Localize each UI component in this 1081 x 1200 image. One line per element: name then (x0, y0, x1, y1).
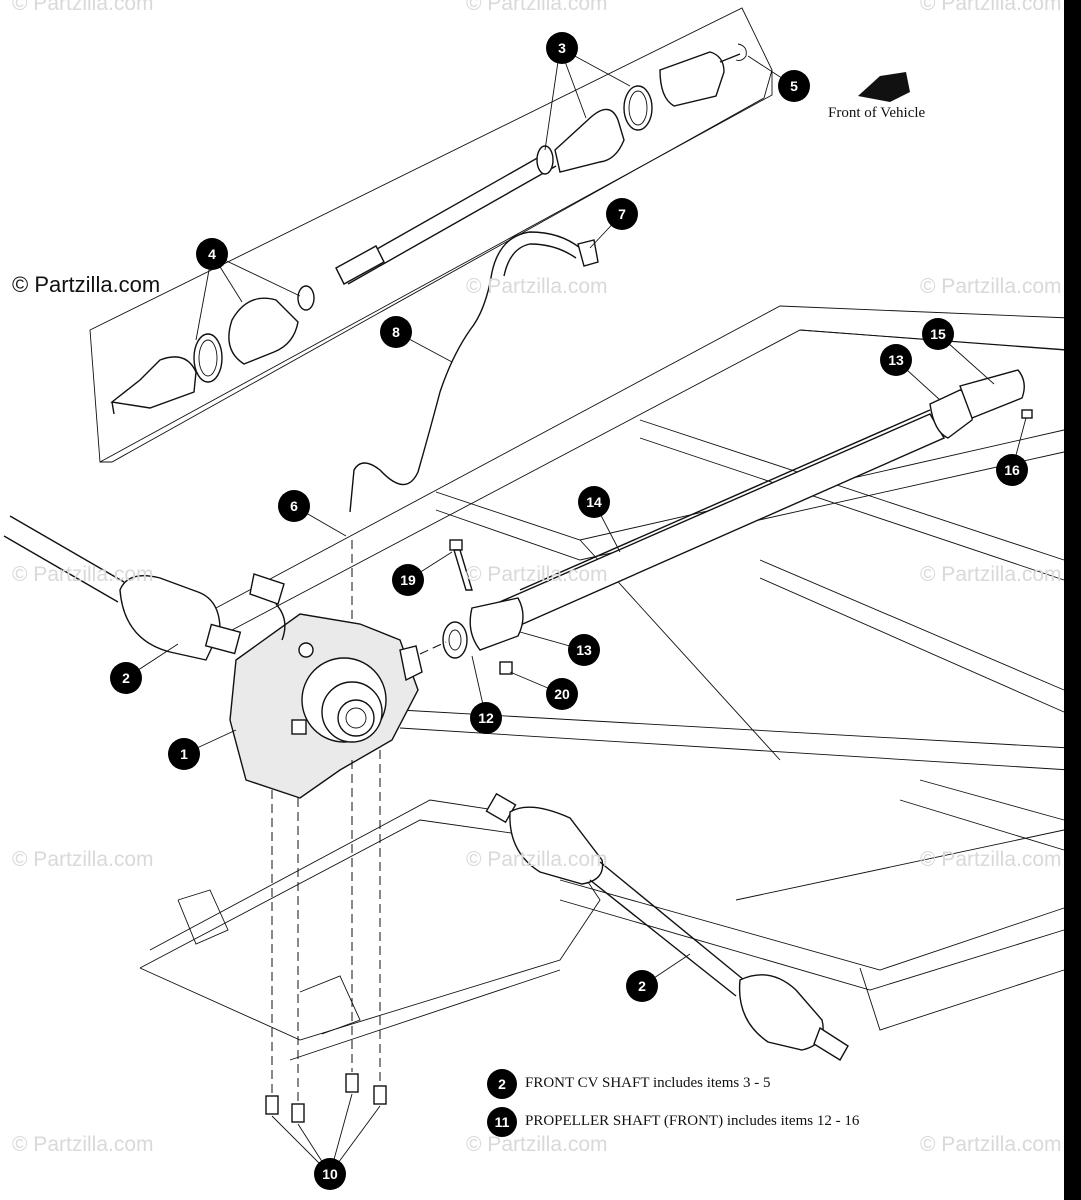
assembly-guides (271, 540, 447, 1102)
svg-text:13: 13 (888, 352, 904, 368)
note-badges: 2 11 (487, 1069, 517, 1137)
svg-text:13: 13 (576, 642, 592, 658)
watermark: © Partzilla.com (12, 848, 154, 871)
front-of-vehicle-arrow-icon (858, 72, 910, 102)
left-cv-shaft (3, 515, 242, 661)
svg-text:1: 1 (180, 746, 188, 762)
callout-15: 15 (922, 318, 954, 350)
svg-text:14: 14 (586, 494, 602, 510)
svg-text:3: 3 (558, 40, 566, 56)
svg-text:20: 20 (554, 686, 570, 702)
right-cv-shaft (485, 792, 849, 1061)
callouts: 1 2 2 3 4 5 6 7 8 10 12 13 13 14 15 16 1… (110, 32, 1028, 1190)
svg-text:7: 7 (618, 206, 626, 222)
leader-lines (125, 47, 1027, 1175)
watermark: © Partzilla.com (466, 848, 608, 871)
callout-4: 4 (196, 238, 228, 270)
svg-text:4: 4 (208, 246, 216, 262)
watermark: © Partzilla.com (466, 1133, 608, 1156)
watermark: © Partzilla.com (920, 1133, 1062, 1156)
note-badge-11: 11 (487, 1107, 517, 1137)
svg-text:2: 2 (122, 670, 130, 686)
svg-text:12: 12 (478, 710, 494, 726)
svg-text:16: 16 (1004, 462, 1020, 478)
svg-text:10: 10 (322, 1166, 338, 1182)
outer-boot-assembly (536, 43, 747, 175)
mounting-bolts (265, 1073, 387, 1123)
inner-boot-assembly (110, 285, 315, 415)
watermark: © Partzilla.com (12, 1133, 154, 1156)
callout-12: 12 (470, 702, 502, 734)
cv-shaft-exploded-panel (89, 7, 773, 463)
callout-8: 8 (380, 316, 412, 348)
hose-clip (577, 239, 599, 267)
watermark: © Partzilla.com (920, 0, 1062, 15)
callout-1: 1 (168, 738, 200, 770)
callout-13-upper: 13 (880, 344, 912, 376)
svg-text:6: 6 (290, 498, 298, 514)
watermark: © Partzilla.com (466, 0, 608, 15)
svg-text:2: 2 (638, 978, 646, 994)
right-edge-bar (1064, 0, 1081, 1200)
svg-text:8: 8 (392, 324, 400, 340)
callout-20: 20 (546, 678, 578, 710)
svg-text:15: 15 (930, 326, 946, 342)
callout-7: 7 (606, 198, 638, 230)
watermark: © Partzilla.com (12, 563, 154, 586)
watermark: © Partzilla.com (920, 275, 1062, 298)
breather-hose (349, 231, 581, 513)
svg-text:11: 11 (495, 1114, 510, 1130)
note-badge-2: 2 (487, 1069, 517, 1099)
svg-text:2: 2 (498, 1076, 506, 1092)
callout-19: 19 (392, 564, 424, 596)
callout-2-right: 2 (626, 970, 658, 1002)
callout-13-lower: 13 (568, 634, 600, 666)
bolt (449, 539, 473, 591)
callout-3: 3 (546, 32, 578, 64)
propeller-shaft (442, 369, 1033, 675)
watermark: © Partzilla.com (12, 0, 154, 15)
callout-2-left: 2 (110, 662, 142, 694)
cv-axle-shaft (335, 151, 557, 285)
front-of-vehicle-label: Front of Vehicle (828, 105, 926, 121)
callout-16: 16 (996, 454, 1028, 486)
note-propeller-shaft: PROPELLER SHAFT (FRONT) includes items 1… (525, 1113, 860, 1129)
watermark: © Partzilla.com (466, 275, 608, 298)
callout-14: 14 (578, 486, 610, 518)
svg-text:19: 19 (400, 572, 416, 588)
vehicle-frame (215, 305, 1071, 1031)
note-front-cv-shaft: FRONT CV SHAFT includes items 3 - 5 (525, 1075, 771, 1091)
callout-5: 5 (778, 70, 810, 102)
watermark: © Partzilla.com (920, 848, 1062, 871)
callout-10: 10 (314, 1158, 346, 1190)
watermark: © Partzilla.com (466, 563, 608, 586)
svg-text:5: 5 (790, 78, 798, 94)
watermark: © Partzilla.com (920, 563, 1062, 586)
front-differential (229, 573, 423, 799)
watermark-dark: © Partzilla.com (12, 272, 161, 297)
callout-6: 6 (278, 490, 310, 522)
